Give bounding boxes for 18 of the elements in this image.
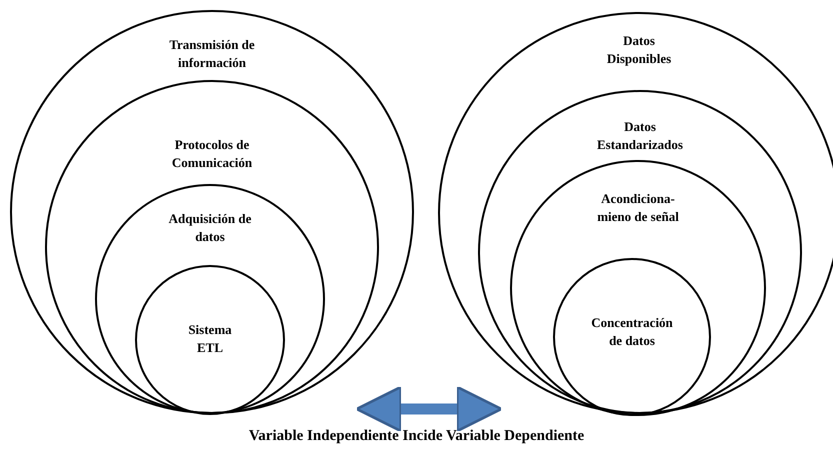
circle — [135, 265, 285, 415]
caption: Variable Independiente Incide Variable Dependiente — [248, 428, 586, 445]
circle-label: Adquisición de datos — [168, 210, 252, 246]
circle — [95, 184, 325, 414]
circle-label: Datos Disponibles — [606, 32, 672, 68]
circle-label: Transmisión de información — [168, 36, 256, 72]
circle — [438, 12, 833, 414]
circle — [553, 258, 711, 416]
circle-label: Datos Estandarizados — [596, 118, 684, 154]
circle — [510, 160, 766, 416]
circle — [45, 80, 379, 414]
circle — [478, 90, 802, 414]
circle-label: Acondiciona- mieno de señal — [596, 190, 680, 226]
circle-label: Sistema ETL — [187, 321, 233, 358]
circle — [10, 10, 414, 414]
double-arrow — [355, 386, 503, 432]
circle-label: Protocolos de Comunicación — [170, 136, 254, 172]
circle-label: Concentración de datos — [590, 314, 674, 350]
